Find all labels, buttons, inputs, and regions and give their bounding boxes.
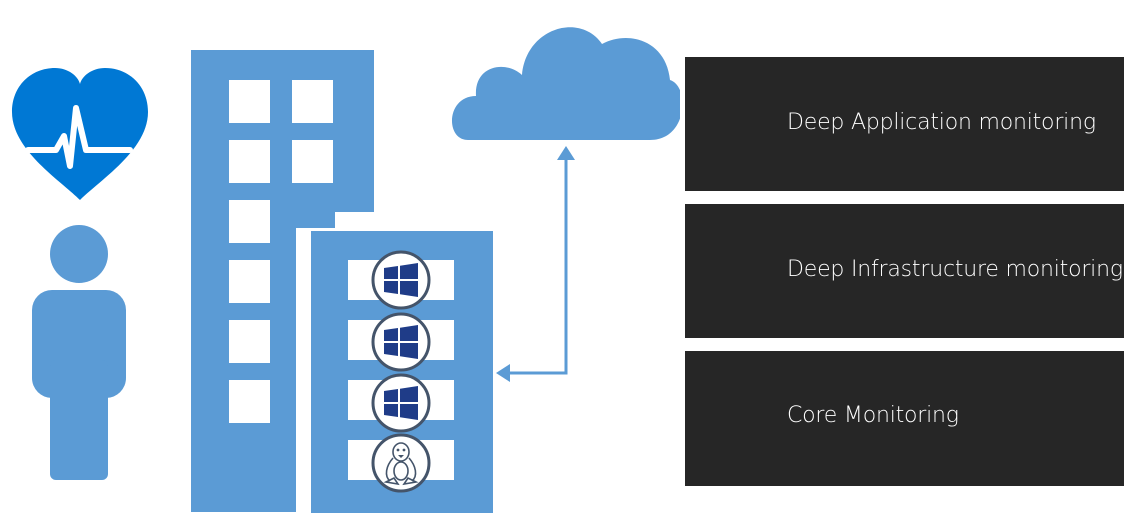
panel-label: Core Monitoring [787, 403, 959, 428]
windows-logo-icon [371, 312, 431, 372]
double-arrow-connector [496, 146, 575, 382]
server-rack [311, 231, 493, 513]
person-icon [32, 225, 126, 480]
cloud-icon [452, 27, 680, 140]
architecture-diagram [12, 27, 680, 513]
windows-logo-icon [371, 373, 431, 433]
panel-deep-infrastructure-monitoring: Deep Infrastructure monitoring [685, 204, 1124, 338]
panel-core-monitoring: Core Monitoring [685, 351, 1124, 486]
panel-deep-application-monitoring: Deep Application monitoring [685, 57, 1124, 191]
panel-label: Deep Infrastructure monitoring [787, 257, 1123, 282]
panel-label: Deep Application monitoring [787, 110, 1096, 135]
office-building-icon [191, 50, 374, 512]
heart-pulse-icon [12, 68, 148, 200]
windows-logo-icon [371, 250, 431, 310]
linux-tux-icon [371, 433, 431, 493]
